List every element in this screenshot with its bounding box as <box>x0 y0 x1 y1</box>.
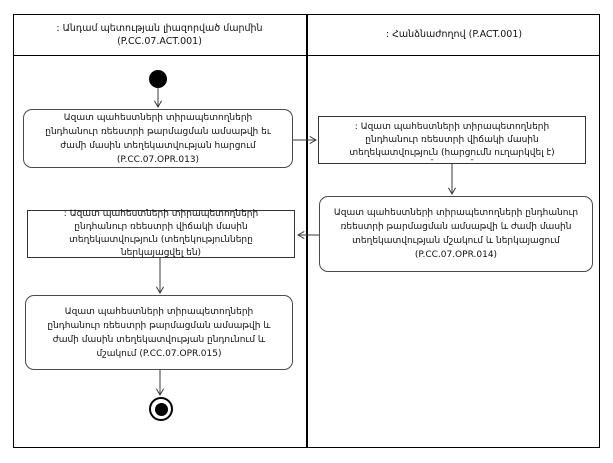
object-box-request-sent-label: : Ազատ պահեստների տիրապետողների ընդհանու… <box>349 121 555 158</box>
lane-title-line2: (P.CC.07.ACT.001) <box>117 35 202 47</box>
object-box-request-sent: : Ազատ պահեստների տիրապետողների ընդհանու… <box>318 116 586 165</box>
lane-header-commission: : Հանձնաժողով (P.ACT.001) <box>308 14 600 55</box>
end-node-dot <box>154 402 168 416</box>
start-node <box>149 70 167 88</box>
action-box-opr014: Ազատ պահեստների տիրապետողների ընդհանուր … <box>319 196 593 272</box>
swimlane-divider <box>306 14 308 448</box>
lane-header-authorized-body: : Անդամ պետության լիազորված մարմին (P.CC… <box>13 14 306 55</box>
action-box-opr015-label: Ազատ պահեստների տիրապետողների ընդհանուր … <box>47 306 271 359</box>
action-box-opr015: Ազատ պահեստների տիրապետողների ընդհանուր … <box>25 295 293 370</box>
action-box-opr013: Ազատ պահեստների տիրապետողների ընդհանուր … <box>23 109 293 168</box>
object-box-info-submitted-label: : Ազատ պահեստների տիրապետողների ընդհանու… <box>63 209 259 258</box>
end-node <box>149 397 173 421</box>
action-box-opr013-label: Ազատ պահեստների տիրապետողների ընդհանուր … <box>45 112 271 165</box>
lane-title-line1: : Անդամ պետության լիազորված մարմին <box>56 22 263 34</box>
lane-header-separator <box>14 55 599 56</box>
dash-marks: - - <box>430 155 474 165</box>
action-box-opr014-label: Ազատ պահեստների տիրապետողների ընդհանուր … <box>333 208 579 260</box>
object-box-info-submitted: : Ազատ պահեստների տիրապետողների ընդհանու… <box>27 209 295 258</box>
lane-title: : Հանձնաժողով (P.ACT.001) <box>385 29 523 40</box>
